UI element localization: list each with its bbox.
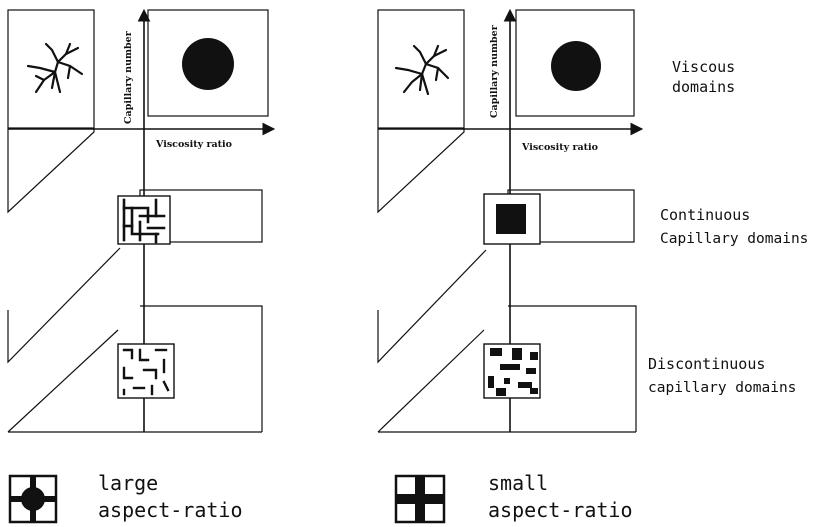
legend-large-aspect-ratio: large aspect-ratio — [10, 471, 243, 522]
continuous-domain-label-1: Continuous — [660, 206, 750, 224]
left-y-axis-label: Capillary number — [123, 30, 134, 124]
left-continuous-maze-icon — [118, 196, 170, 244]
large-aspect-ratio-icon — [10, 476, 56, 522]
large-legend-label-2: aspect-ratio — [98, 498, 243, 522]
continuous-domain-label-2: Capillary domains — [660, 231, 808, 247]
right-x-axis-label: Viscosity ratio — [521, 142, 598, 153]
left-drop-icon — [182, 38, 234, 90]
right-y-axis-label: Capillary number — [489, 24, 500, 118]
domain-labels: Viscous domains Continuous Capillary dom… — [648, 58, 808, 396]
viscous-domain-label-2: domains — [672, 78, 735, 96]
viscous-fingering-icon-right — [396, 46, 448, 94]
small-legend-label-1: small — [488, 471, 548, 495]
left-diagram: Capillary number Viscosity ratio — [8, 10, 272, 432]
legend-small-aspect-ratio: small aspect-ratio — [396, 471, 633, 522]
viscous-fingering-icon — [28, 44, 82, 92]
small-legend-label-2: aspect-ratio — [488, 498, 633, 522]
right-drop-icon — [551, 41, 601, 91]
right-diagram: Capillary number Viscosity ratio — [378, 10, 640, 432]
discontinuous-domain-label-2: capillary domains — [648, 380, 796, 396]
left-x-axis-label: Viscosity ratio — [155, 139, 232, 150]
right-fingering-box — [378, 10, 464, 128]
small-aspect-ratio-icon — [396, 476, 444, 522]
discontinuous-domain-label-1: Discontinuous — [648, 355, 765, 373]
large-legend-label-1: large — [98, 471, 158, 495]
left-fingering-box — [8, 10, 94, 128]
viscous-domain-label-1: Viscous — [672, 58, 735, 76]
